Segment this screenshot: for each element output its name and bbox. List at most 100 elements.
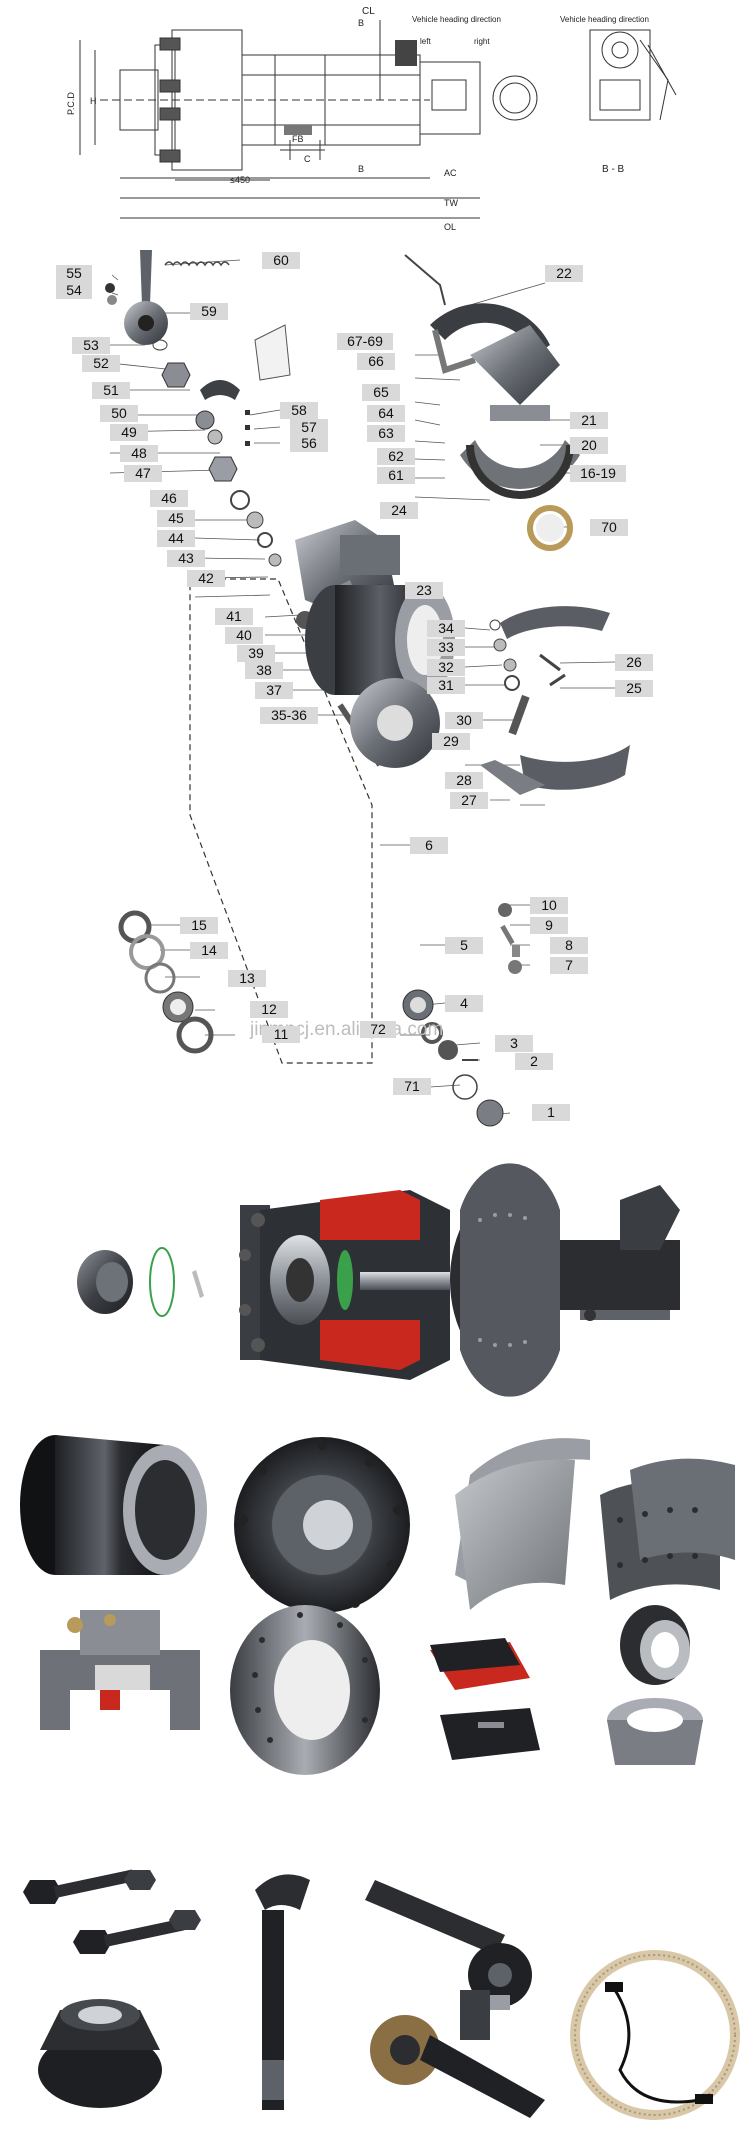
callout-66: 66	[357, 353, 395, 370]
callout-63: 63	[367, 425, 405, 442]
drawing-heading-label: Vehicle heading direction	[412, 15, 501, 24]
callout-55: 55	[56, 265, 92, 282]
brake-shoe-product	[455, 1438, 590, 1610]
brake-lining-product	[600, 1458, 735, 1600]
brake-shoes-drawing	[480, 606, 630, 795]
callout-21: 21	[570, 412, 608, 429]
drawing-pcd-label: P.C.D	[66, 92, 76, 115]
drawing-tw-label: TW	[444, 198, 458, 208]
slack-adjuster-drawing	[105, 250, 168, 345]
callout-2: 2	[515, 1053, 553, 1070]
callout-70: 70	[590, 519, 628, 536]
callout-23: 23	[405, 582, 443, 599]
callout-67-69: 67-69	[337, 333, 393, 350]
callout-59: 59	[190, 303, 228, 320]
callout-4: 4	[445, 995, 483, 1012]
callout-1: 1	[532, 1104, 570, 1121]
callout-44: 44	[157, 530, 195, 547]
callout-39: 39	[237, 645, 275, 662]
callout-40: 40	[225, 627, 263, 644]
callout-34: 34	[427, 620, 465, 637]
small-hardware-drawing	[152, 324, 291, 482]
bearing-seal-set-drawing	[118, 910, 214, 1054]
brake-camshaft-product	[255, 1874, 310, 2110]
callout-30: 30	[445, 712, 483, 729]
callout-50: 50	[100, 405, 138, 422]
callout-22: 22	[545, 265, 583, 282]
callout-43: 43	[167, 550, 205, 567]
callout-35-36: 35-36	[260, 707, 318, 724]
callout-32: 32	[427, 659, 465, 676]
callout-52: 52	[82, 355, 120, 372]
hub-cutaway-render	[239, 1190, 450, 1380]
callout-15: 15	[180, 917, 218, 934]
callout-47: 47	[124, 465, 162, 482]
callout-51: 51	[92, 382, 130, 399]
bearing-kit-dashed-outline	[189, 578, 373, 1064]
callout-12: 12	[250, 1001, 288, 1018]
callout-65: 65	[362, 384, 400, 401]
product-grid	[0, 1410, 750, 2126]
tapered-bearing-lower-product	[607, 1698, 703, 1765]
callout-58: 58	[280, 402, 318, 419]
callout-31: 31	[427, 677, 465, 694]
callout-29: 29	[432, 733, 470, 750]
callout-8: 8	[550, 937, 588, 954]
callout-64: 64	[367, 405, 405, 422]
drawing-h-label: H	[90, 96, 97, 106]
hub-cap-render	[77, 1250, 133, 1314]
callout-10: 10	[530, 897, 568, 914]
slack-adjuster-product-1	[365, 1880, 532, 2010]
drawing-heading-label-2: Vehicle heading direction	[560, 15, 649, 24]
drawing-le450-label: ≤450	[230, 175, 250, 185]
wheel-hub-drawing	[350, 678, 440, 768]
hub-cap-product	[38, 1999, 162, 2108]
wheel-stud-hardware-drawing	[498, 903, 522, 974]
callout-48: 48	[120, 445, 158, 462]
callout-20: 20	[570, 437, 608, 454]
callout-7: 7	[550, 957, 588, 974]
drawing-fb-label: FB	[292, 134, 304, 144]
callout-27: 27	[450, 792, 488, 809]
hub-end-parts-drawing	[402, 989, 504, 1127]
callout-71: 71	[393, 1078, 431, 1095]
callout-61: 61	[377, 467, 415, 484]
callout-45: 45	[157, 510, 195, 527]
callout-13: 13	[228, 970, 266, 987]
callout-37: 37	[255, 682, 293, 699]
drawing-b-bottom-label: B	[358, 164, 364, 174]
hub-drum-cutaway-render	[0, 1160, 750, 1400]
callout-33: 33	[427, 639, 465, 656]
callout-49: 49	[110, 424, 148, 441]
callout-11: 11	[262, 1026, 300, 1043]
slack-adjuster-product-2	[370, 1990, 545, 2118]
axle-drawing-svg: CL Vehicle heading direction left right …	[66, 6, 677, 232]
callout-26: 26	[615, 654, 653, 671]
drawing-ol-label: OL	[444, 222, 456, 232]
brake-pads-product	[430, 1638, 540, 1760]
callout-25: 25	[615, 680, 653, 697]
tapered-bearing-upper-product	[620, 1605, 690, 1685]
drawing-cl-label: CL	[362, 6, 375, 17]
callout-53: 53	[72, 337, 110, 354]
callout-3: 3	[495, 1035, 533, 1052]
abs-sensor-ring-product	[570, 1950, 740, 2120]
callout-6: 6	[410, 837, 448, 854]
callout-28: 28	[445, 772, 483, 789]
exploded-drawing-svg: jinmncj.en.alibaba.com	[105, 250, 630, 1127]
disc-brake-caliper-product	[40, 1610, 200, 1730]
axle-dimension-drawing: CL Vehicle heading direction left right …	[0, 0, 750, 245]
wheel-bolts-product	[23, 1869, 201, 1954]
callout-9: 9	[530, 917, 568, 934]
drawing-c-label: C	[304, 154, 311, 164]
callout-72: 72	[360, 1021, 396, 1038]
exploded-parts-diagram: jinmncj.en.alibaba.com 60 55 54 59 53 52…	[0, 245, 750, 1155]
callout-24: 24	[380, 502, 418, 519]
o-ring-render	[149, 1247, 175, 1317]
wheel-hub-product	[234, 1437, 410, 1613]
lock-pin-render	[192, 1270, 204, 1298]
callout-57: 57	[290, 419, 328, 436]
drawing-left-label: left	[420, 37, 431, 46]
brake-drum-drawing	[305, 585, 455, 695]
callout-41: 41	[215, 608, 253, 625]
